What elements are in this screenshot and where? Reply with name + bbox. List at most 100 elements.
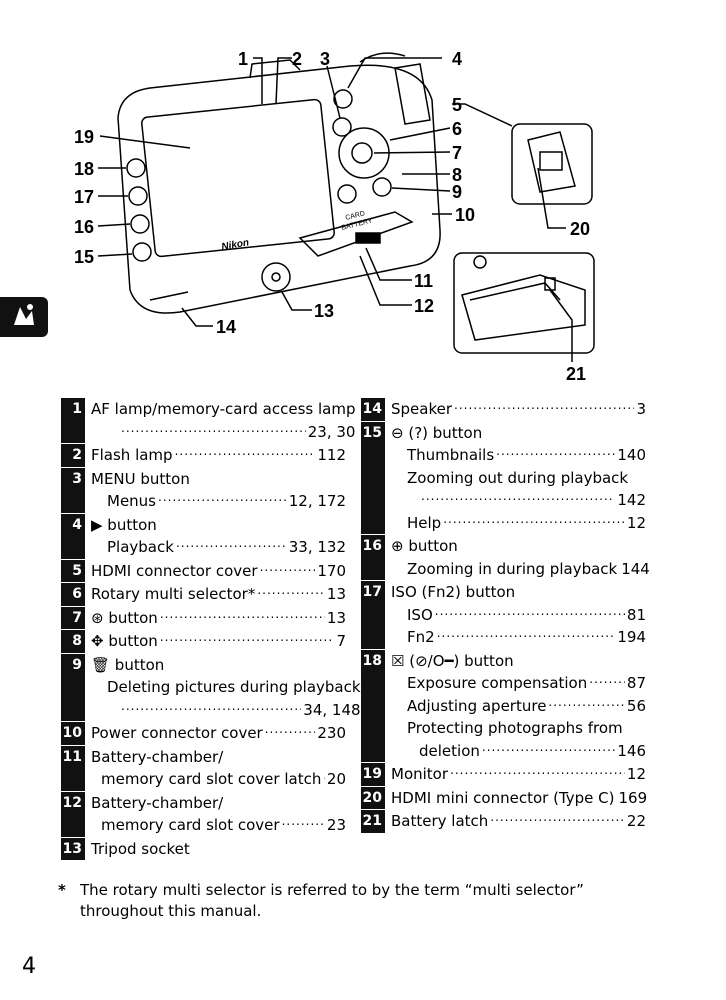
item-line: Zooming out during playback — [391, 467, 646, 490]
item-number: 10 — [61, 722, 85, 745]
callout-6: 6 — [452, 119, 462, 139]
list-item: 13 Tripod socket — [61, 837, 346, 861]
dot-leader — [121, 421, 306, 444]
item-text: ☒ (⊘/O━) button — [391, 651, 514, 670]
dot-leader — [450, 763, 625, 786]
item-line: ✥ button 7 — [91, 630, 346, 653]
callout-15: 15 — [74, 247, 94, 267]
feature-button — [337, 184, 357, 204]
item-line: Tripod socket — [91, 838, 346, 861]
item-text: Protecting photographs from — [407, 719, 623, 737]
page-reference: 13 — [326, 608, 346, 627]
page-reference: 144 — [621, 559, 650, 578]
page-reference: 34, 148 — [303, 700, 361, 719]
item-text: Monitor — [391, 765, 449, 783]
item-text: Flash lamp — [91, 446, 173, 464]
item-line: 🗑 button — [91, 654, 361, 677]
list-item: 1AF lamp/memory-card access lamp23, 30 — [61, 398, 355, 444]
callout-13: 13 — [314, 301, 334, 321]
page-reference: 87 — [626, 674, 646, 692]
callout-14: 14 — [216, 317, 236, 337]
item-text: HDMI connector cover — [91, 561, 258, 580]
list-item: 14Speaker3 — [361, 398, 646, 422]
item-text: ✥ button — [91, 632, 158, 650]
item-line: Rotary multi selector*13 — [91, 583, 346, 606]
page-reference: 12 — [626, 513, 646, 532]
item-number: 16 — [361, 535, 385, 580]
item-number: 13 — [61, 837, 85, 860]
item-number: 21 — [361, 810, 385, 833]
item-line: Battery-chamber/ — [91, 746, 346, 769]
item-text: ⊖ (?) button — [391, 423, 483, 442]
item-number: 8 — [61, 630, 85, 653]
item-line: Battery latch22 — [391, 810, 646, 833]
page-number: 4 — [22, 954, 36, 979]
item-number: 14 — [361, 398, 385, 421]
item-line: ⊖ (?) button — [391, 422, 646, 445]
item-number: 4 — [61, 513, 85, 559]
dot-leader — [176, 536, 287, 559]
item-line: ☒ (⊘/O━) button — [391, 650, 646, 673]
monitor-graphic — [141, 98, 335, 258]
page-reference: 7 — [336, 632, 346, 650]
dot-leader — [160, 630, 335, 653]
item-text: Battery latch — [391, 812, 489, 830]
list-item: 21 Battery latch22 — [361, 810, 646, 834]
dot-leader — [160, 607, 325, 630]
callout-19: 19 — [74, 127, 94, 147]
item-number: 15 — [361, 421, 385, 534]
page-reference: 20 — [326, 770, 346, 788]
button-15 — [132, 242, 152, 262]
item-line: 142 — [391, 489, 646, 512]
footnote-star: * — [58, 881, 66, 899]
button-17 — [128, 186, 148, 206]
callout-2: 2 — [292, 49, 302, 69]
section-tab-marker — [0, 297, 48, 337]
dot-leader — [175, 444, 316, 467]
item-number: 2 — [61, 444, 85, 467]
callout-1: 1 — [238, 49, 248, 69]
callout-5: 5 — [452, 95, 462, 115]
item-line: Help12 — [391, 512, 646, 535]
dot-leader — [121, 699, 301, 722]
dot-leader — [260, 560, 316, 583]
page-reference: 140 — [617, 446, 646, 464]
item-line: Menus12, 172 — [91, 490, 346, 513]
item-line: Monitor12 — [391, 763, 646, 786]
item-text: Thumbnails — [407, 446, 495, 464]
item-text: Fn2 — [407, 628, 435, 646]
item-line: Deleting pictures during playback — [91, 676, 361, 699]
item-line: ▶ button — [91, 514, 346, 537]
dot-leader — [490, 810, 625, 833]
item-line: Fn2194 — [391, 626, 646, 649]
item-number: 19 — [361, 763, 385, 786]
item-number: 7 — [61, 606, 85, 629]
callout-7: 7 — [452, 143, 462, 163]
callout-16: 16 — [74, 217, 94, 237]
page-reference: 146 — [617, 741, 646, 760]
page-reference: 33, 132 — [288, 538, 346, 556]
item-text: Battery-chamber/ — [91, 747, 224, 766]
item-text: Zooming in during playback — [407, 559, 618, 578]
footnote: * The rotary multi selector is referred … — [58, 880, 658, 922]
dot-leader — [421, 489, 615, 512]
item-text: Zooming out during playback — [407, 468, 629, 487]
item-text: ISO — [407, 605, 433, 624]
item-text: Exposure compensation — [407, 674, 588, 692]
item-line: ⊕ button — [391, 535, 650, 558]
footnote-text: The rotary multi selector is referred to… — [80, 881, 584, 920]
setup-icon — [14, 304, 34, 325]
item-line: AF lamp/memory-card access lamp — [91, 398, 355, 421]
item-text: Tripod socket — [91, 839, 190, 858]
camera-back-diagram: Nikon CARD BATTERY 1 2 3 4 5 6 7 8 9 10 … — [74, 49, 595, 384]
item-text: deletion — [419, 741, 480, 760]
